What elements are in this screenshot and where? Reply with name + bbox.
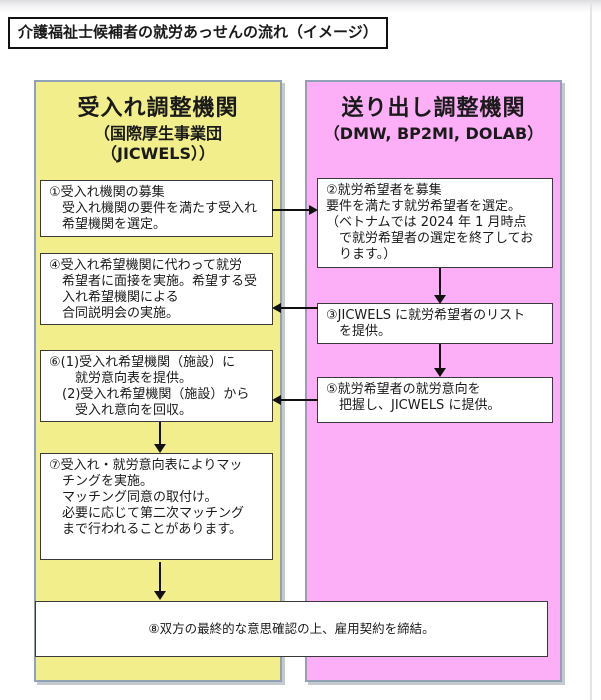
left-column-title: 受入れ調整機関 [77,96,239,121]
arrow-step2-to-step3-shaft [439,268,441,296]
step7-box: ⑦受入れ・就労意向表によりマッ チングを実施。 マッチング同意の取付け。 必要に… [40,453,273,560]
arrow-step1-to-step2-shaft [272,209,310,211]
diagram-title-box: 介護福祉士候補者の就労あっせんの流れ（イメージ） [8,17,388,49]
page-top-shadow [0,0,601,13]
arrow-step6-to-step7-head-icon [154,444,166,453]
step2-box: ②就労希望者を募集 要件を満たす就労希望者を選定。 （ベトナムでは 2024 年… [317,178,553,268]
arrow-step5-to-step6-head-icon [272,395,281,405]
arrow-step2-to-step3-head-icon [434,295,446,304]
left-column-subtitle-line2: （JICWELS）） [101,144,215,163]
arrow-step3-to-step5-shaft [439,344,441,369]
right-column-subtitle: （DMW, BP2MI, DOLAB） [307,124,560,144]
right-column-subtitle-line1: （DMW, BP2MI, DOLAB） [323,124,544,143]
step8-box: ⑧双方の最終的な意思確認の上、雇用契約を締結。 [35,601,548,657]
step3-box: ③JICWELS に就労希望者のリスト を提供。 [317,303,553,344]
step5-box: ⑤就労希望者の就労意向を 把握し、JICWELS に提供。 [317,377,553,423]
diagram-title-text: 介護福祉士候補者の就労あっせんの流れ（イメージ） [18,23,378,41]
arrow-step7-to-step8-head-icon [154,591,166,600]
step1-box: ①受入れ機関の募集 受入れ機関の要件を満たす受入れ 希望機関を選定。 [40,180,273,237]
step6-box: ⑥(1)受入れ希望機関（施設）に 就労意向表を提供。 (2)受入れ希望機関（施設… [40,350,273,422]
page-right-edge [590,0,592,700]
right-column-title: 送り出し調整機関 [341,96,526,121]
arrow-step6-to-step7-shaft [159,422,161,445]
arrow-step3-to-step5-head-icon [434,368,446,377]
left-column-subtitle: （国際厚生事業団 （JICWELS）） [36,124,280,164]
arrow-step7-to-step8-shaft [159,562,161,592]
arrow-step3-to-step4-head-icon [272,303,281,313]
step8-text: ⑧双方の最終的な意思確認の上、雇用契約を締結。 [148,621,435,636]
left-column-subtitle-line1: （国際厚生事業団 [93,124,222,143]
arrow-step3-to-step4-shaft [281,307,318,309]
arrow-step5-to-step6-shaft [281,399,318,401]
step4-box: ④受入れ希望機関に代わって就労 希望者に面接を実施。希望する受 入れ希望機関によ… [40,253,273,325]
arrow-step1-to-step2-head-icon [309,205,318,215]
